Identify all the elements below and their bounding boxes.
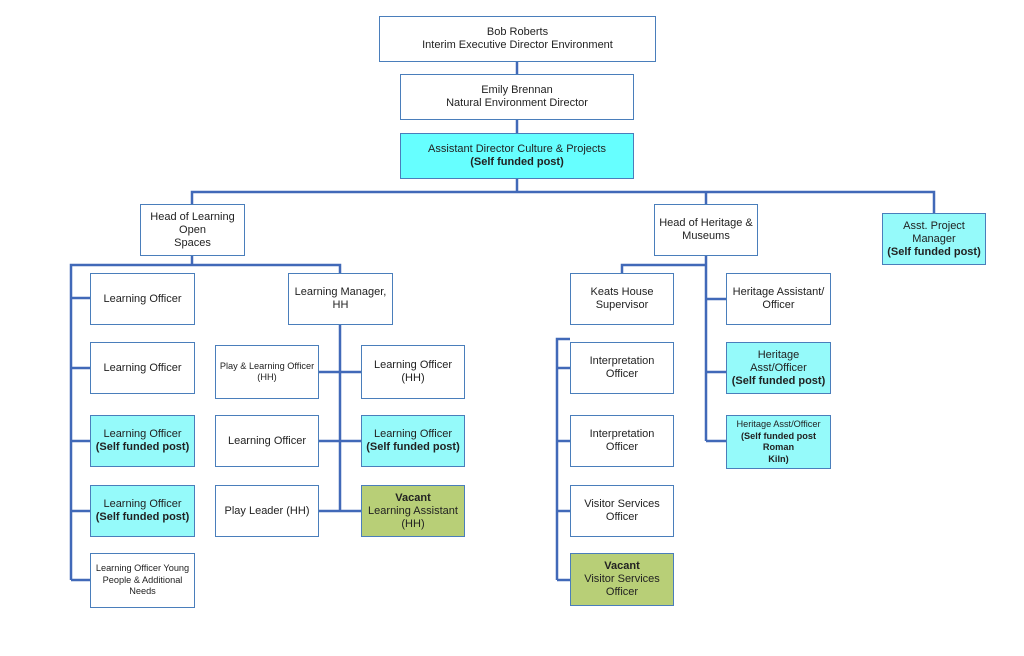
head-learning-line2: Spaces xyxy=(174,236,211,249)
project-manager-note: (Self funded post) xyxy=(887,245,981,258)
heritage-assistant-line1: Heritage Assistant/ xyxy=(732,286,825,298)
visitor-services-officer-title: Visitor Services Officer xyxy=(584,498,660,523)
learning-officer-4-box: Learning Officer (Self funded post) xyxy=(90,485,195,537)
project-manager-box: Asst. Project Manager (Self funded post) xyxy=(882,213,986,265)
learning-officer-3-title: Learning Officer xyxy=(103,428,182,440)
learning-officer-1-title: Learning Officer xyxy=(103,292,182,305)
learning-officer-yp-line1: Learning Officer Young xyxy=(95,563,190,574)
keats-house-supervisor-box: Keats House Supervisor xyxy=(570,273,674,325)
heritage-asst-rk-line2: (Self funded post Roman xyxy=(740,430,817,453)
keats-line2: Supervisor xyxy=(595,299,649,311)
play-learning-officer-line2: (HH) xyxy=(257,372,277,382)
learning-officer-4-title: Learning Officer xyxy=(103,498,182,510)
exec-director-box: Bob Roberts Interim Executive Director E… xyxy=(379,16,656,62)
head-heritage-box: Head of Heritage & Museums xyxy=(654,204,758,256)
director-name: Emily Brennan xyxy=(481,84,553,96)
heritage-asst-officer-roman-kiln-box: Heritage Asst/Officer (Self funded post … xyxy=(726,415,831,469)
vacant-visitor-services-box: Vacant Visitor Services Officer xyxy=(570,553,674,606)
assistant-director-note: (Self funded post) xyxy=(470,156,564,168)
vacant-vs-title: Visitor Services Officer xyxy=(584,573,660,598)
manager-learning-officer-box: Learning Officer xyxy=(215,415,319,467)
learning-officer-1-box: Learning Officer xyxy=(90,273,195,325)
play-learning-officer-line1: Play & Learning Officer xyxy=(219,360,315,371)
learning-officer-yp-line3: Needs xyxy=(129,586,156,597)
play-learning-officer-box: Play & Learning Officer (HH) xyxy=(215,345,319,399)
learning-officer-yp-line2: People & Additional xyxy=(102,574,183,585)
assistant-director-box: Assistant Director Culture & Projects (S… xyxy=(400,133,634,179)
learning-officer-sf-title: Learning Officer xyxy=(373,428,453,440)
heritage-assistant-line2: Officer xyxy=(762,299,795,311)
project-manager-title: Asst. Project Manager xyxy=(903,219,965,245)
vacant-la-status: Vacant xyxy=(395,491,431,504)
vacant-la-title: Learning Assistant xyxy=(368,504,458,517)
learning-manager-box: Learning Manager, HH xyxy=(288,273,393,325)
assistant-director-title: Assistant Director Culture & Projects xyxy=(428,143,606,155)
director-title: Natural Environment Director xyxy=(446,97,588,109)
learning-manager-title: Learning Manager, HH xyxy=(294,286,387,311)
vacant-learning-assistant-box: Vacant Learning Assistant (HH) xyxy=(361,485,465,537)
heritage-asst-officer-sf-box: Heritage Asst/Officer (Self funded post) xyxy=(726,342,831,394)
heritage-assistant-box: Heritage Assistant/ Officer xyxy=(726,273,831,325)
learning-officer-2-box: Learning Officer xyxy=(90,342,195,394)
head-heritage-line1: Head of Heritage & xyxy=(659,217,753,229)
heritage-asst-sf-note: (Self funded post) xyxy=(731,374,826,387)
exec-title: Interim Executive Director Environment xyxy=(422,39,613,51)
heritage-asst-rk-title: Heritage Asst/Officer xyxy=(736,419,821,429)
learning-officer-hh-box: Learning Officer (HH) xyxy=(361,345,465,399)
vacant-vs-status: Vacant xyxy=(604,560,640,572)
play-leader-title: Play Leader (HH) xyxy=(224,504,310,517)
keats-line1: Keats House xyxy=(590,286,654,298)
head-learning-box: Head of Learning Open Spaces xyxy=(140,204,245,256)
heritage-asst-sf-title: Heritage Asst/Officer xyxy=(750,348,807,374)
learning-officer-sf-note: (Self funded post) xyxy=(366,441,460,453)
head-learning-line1: Head of Learning Open xyxy=(150,210,235,236)
learning-officer-hh-title: Learning Officer (HH) xyxy=(373,359,453,384)
exec-name: Bob Roberts xyxy=(486,26,549,38)
learning-officer-2-title: Learning Officer xyxy=(103,361,182,374)
learning-officer-self-funded-box: Learning Officer (Self funded post) xyxy=(361,415,465,467)
play-leader-box: Play Leader (HH) xyxy=(215,485,319,537)
heritage-asst-rk-line3: Kiln) xyxy=(768,453,789,464)
head-heritage-line2: Museums xyxy=(682,230,730,242)
learning-officer-3-box: Learning Officer (Self funded post) xyxy=(90,415,195,467)
interpretation-officer-1-title: Interpretation Officer xyxy=(589,355,655,380)
natural-env-director-box: Emily Brennan Natural Environment Direct… xyxy=(400,74,634,120)
interpretation-officer-2-box: Interpretation Officer xyxy=(570,415,674,467)
interpretation-officer-1-box: Interpretation Officer xyxy=(570,342,674,394)
interpretation-officer-2-title: Interpretation Officer xyxy=(589,428,655,453)
manager-learning-officer-title: Learning Officer xyxy=(227,434,307,447)
learning-officer-young-people-box: Learning Officer Young People & Addition… xyxy=(90,553,195,608)
vacant-la-extra: (HH) xyxy=(401,517,425,530)
learning-officer-3-note: (Self funded post) xyxy=(95,441,190,453)
learning-officer-4-note: (Self funded post) xyxy=(95,511,190,523)
visitor-services-officer-box: Visitor Services Officer xyxy=(570,485,674,537)
